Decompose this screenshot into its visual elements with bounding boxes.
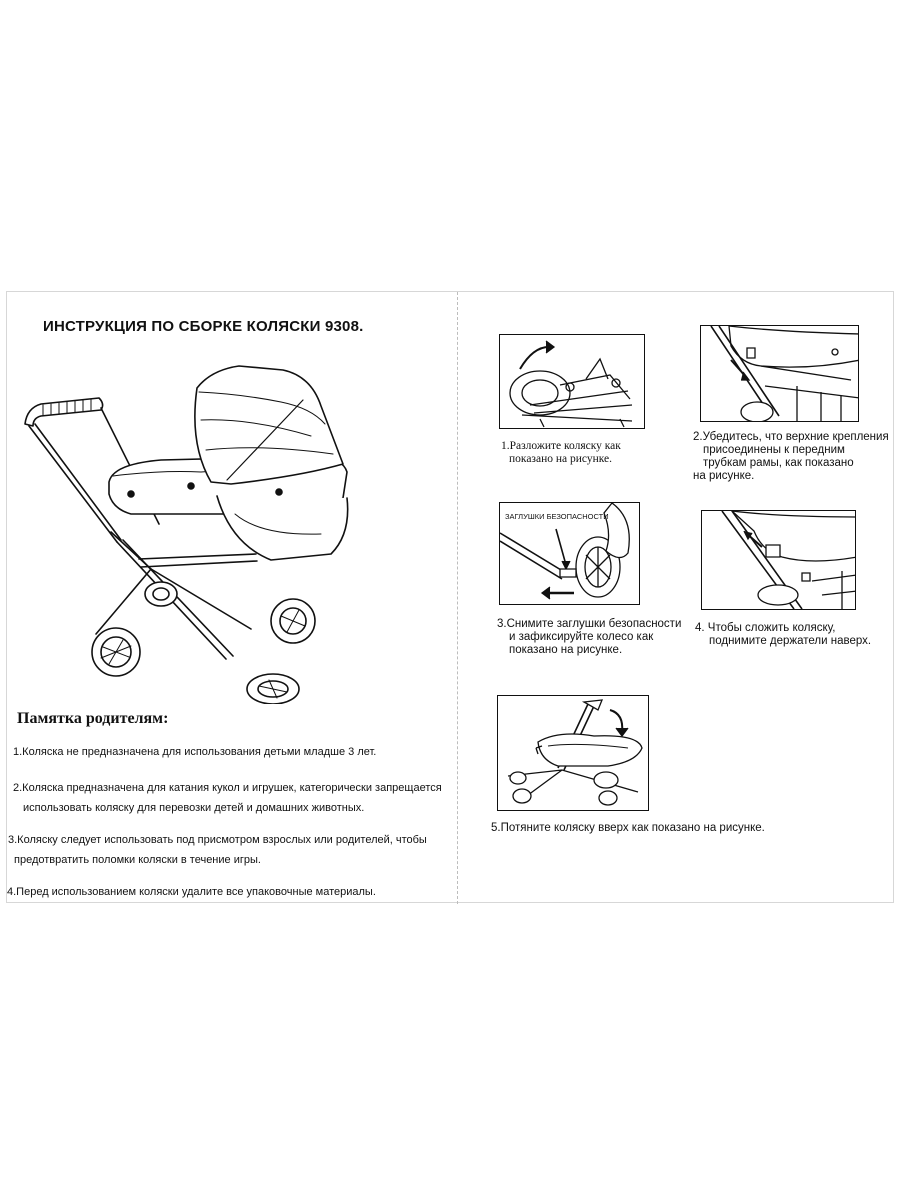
step-3-caption: 3.Снимите заглушки безопасности и зафикс… — [497, 618, 681, 657]
reminder-item-line: 2.Коляска предназначена для катания куко… — [13, 782, 442, 794]
step-1-figure — [499, 334, 645, 429]
caption-line: и зафиксируйте колесо как — [509, 631, 654, 643]
caption-line: показано на рисунке. — [509, 453, 613, 465]
step-5-figure — [497, 695, 649, 811]
step-1-caption: 1.Разложите коляску как показано на рису… — [501, 440, 621, 466]
reminder-item-line: 1.Коляска не предназначена для использов… — [13, 746, 377, 758]
reminder-item-4: 4.Перед использованием коляски удалите в… — [7, 882, 376, 902]
caption-line: поднимите держатели наверх. — [709, 635, 872, 647]
reminder-item-3: 3.Коляску следует использовать под присм… — [8, 830, 427, 870]
step-5-caption: 5.Потяните коляску вверх как показано на… — [491, 822, 765, 835]
document-title: ИНСТРУКЦИЯ ПО СБОРКЕ КОЛЯСКИ 9308. — [43, 318, 364, 335]
caption-line: показано на рисунке. — [509, 644, 623, 656]
step-4-figure — [701, 510, 856, 610]
caption-line: трубкам рамы, как показано — [703, 457, 854, 469]
stroller-illustration — [21, 364, 366, 704]
page-fold-line — [457, 292, 458, 904]
caption-line: 2.Убедитесь, что верхние крепления — [693, 431, 889, 443]
safety-caps-label: ЗАГЛУШКИ БЕЗОПАСНОСТИ — [505, 512, 609, 521]
step-3-figure — [499, 502, 640, 605]
caption-line: 3.Снимите заглушки безопасности — [497, 618, 682, 630]
step-2-caption: 2.Убедитесь, что верхние крепления присо… — [693, 431, 889, 483]
caption-line: 1.Разложите коляску как — [501, 440, 621, 452]
caption-line: 4. Чтобы сложить коляску, — [695, 622, 836, 634]
reminder-item-1: 1.Коляска не предназначена для использов… — [13, 742, 376, 762]
caption-line: на рисунке. — [693, 470, 755, 482]
instruction-sheet: ИНСТРУКЦИЯ ПО СБОРКЕ КОЛЯСКИ 9308. — [6, 291, 894, 904]
caption-line: 5.Потяните коляску вверх как показано на… — [491, 822, 765, 834]
reminder-item-line: 3.Коляску следует использовать под присм… — [8, 834, 427, 846]
parents-reminder-heading: Памятка родителям: — [17, 710, 169, 727]
reminder-item-2: 2.Коляска предназначена для катания куко… — [13, 778, 442, 818]
step-2-figure — [700, 325, 859, 422]
reminder-item-line: использовать коляску для перевозки детей… — [23, 802, 365, 814]
reminder-item-line: 4.Перед использованием коляски удалите в… — [7, 886, 376, 898]
caption-line: присоединены к передним — [703, 444, 845, 456]
reminder-item-line: предотвратить поломки коляски в течение … — [14, 854, 261, 866]
step-4-caption: 4. Чтобы сложить коляску, поднимите держ… — [695, 622, 871, 648]
